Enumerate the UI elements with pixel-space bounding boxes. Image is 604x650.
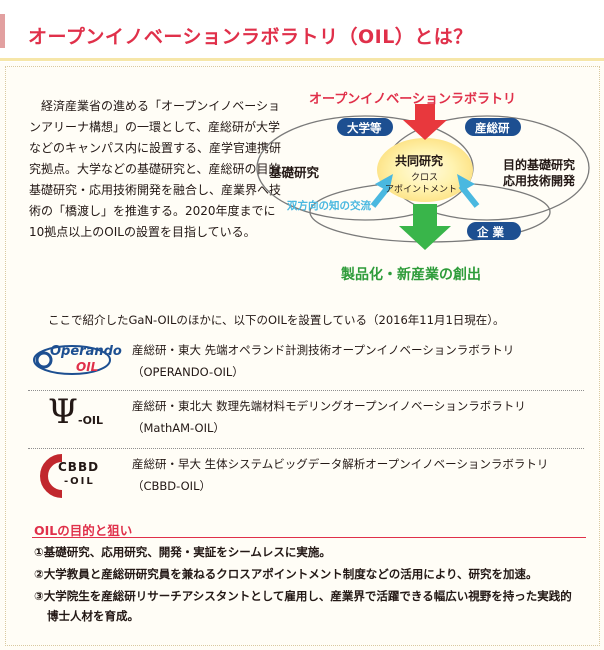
cross-appointment-label-1: クロス: [411, 173, 439, 183]
oil-code: （CBBD-OIL）: [132, 479, 211, 493]
red-down-arrow: [403, 104, 447, 140]
joint-research-label: 共同研究: [395, 154, 444, 168]
purpose-research-label-1: 目的基礎研究: [503, 158, 576, 172]
oil-name: 産総研・東北大 数理先端材料モデリングオープンイノベーションラボラトリ: [132, 399, 526, 413]
oil-concept-diagram: オープンイノベーションラボラトリ 大学等 産総研 基礎研究 共同研究 クロス ア…: [255, 86, 595, 291]
oil-entry-operando: Operando OIL 産総研・東大 先端オペランド計測技術オープンイノベーシ…: [28, 336, 584, 392]
matham-logo-oil: -OIL: [78, 414, 104, 427]
aist-label: 産総研: [475, 121, 510, 135]
oil-code: （MathAM-OIL）: [132, 421, 225, 435]
operando-logo-text: Operando: [50, 344, 122, 359]
joint-research-glow: [377, 138, 473, 202]
matham-logo-icon: Ψ -OIL: [28, 392, 120, 444]
aist-pill: [465, 118, 521, 136]
cbbd-logo-oil: -OIL: [64, 476, 95, 487]
cross-appointment-label-2: アポイントメント: [385, 185, 458, 195]
bidirectional-label: 双方向の知の交流: [287, 200, 371, 212]
companies-pill: [467, 222, 521, 240]
university-ellipse: [256, 115, 474, 221]
oil-name: 産総研・東大 先端オペランド計測技術オープンイノベーションラボラトリ: [132, 343, 515, 357]
goal-item: ②大学教員と産総研研究員を兼ねるクロスアポイントメント制度などの活用により、研究…: [34, 567, 538, 581]
header-underline: [0, 58, 604, 61]
goal-item: ①基礎研究、応用研究、開発・実証をシームレスに実施。: [34, 545, 331, 559]
purpose-research-label-2: 応用技術開発: [503, 174, 576, 188]
goals-title: OILの目的と狙い: [34, 523, 133, 538]
goals-underline: [32, 537, 586, 538]
divider: [28, 448, 584, 449]
oil-entry-cbbd: CBBD -OIL 産総研・早大 生体システムビッグデータ解析オープンイノベーシ…: [28, 450, 584, 506]
goal-item: 博士人材を育成。: [47, 609, 139, 623]
basic-research-label: 基礎研究: [269, 165, 320, 180]
universities-label: 大学等: [347, 121, 382, 135]
goal-item: ③大学院生を産総研リサーチアシスタントとして雇用し、産業界で活躍できる幅広い視野…: [34, 589, 572, 603]
intro-paragraph: 経済産業省の進める「オープンイノベーションアリーナ構想」の一環として、産総研が大…: [29, 99, 282, 239]
header-accent-bar: [0, 14, 5, 48]
cbbd-logo-text: CBBD: [58, 460, 100, 474]
green-down-arrow: [399, 204, 451, 250]
outcome-label: 製品化・新産業の創出: [341, 267, 481, 283]
operando-logo-icon: Operando OIL: [28, 336, 122, 388]
divider: [28, 390, 584, 391]
oil-name: 産総研・早大 生体システムビッグデータ解析オープンイノベーションラボラトリ: [132, 457, 549, 471]
universities-pill: [337, 118, 393, 136]
diagram-title: オープンイノベーションラボラトリ: [309, 92, 516, 107]
operando-logo-oil: OIL: [76, 360, 99, 374]
content-frame: [5, 66, 600, 646]
header: オープンイノベーションラボラトリ（OIL）とは？: [0, 0, 604, 62]
page-title: オープンイノベーションラボラトリ（OIL）とは？: [28, 26, 473, 48]
companies-label: 企 業: [477, 225, 505, 239]
cbbd-logo-icon: CBBD -OIL: [28, 450, 120, 502]
matham-logo-psi: Ψ: [48, 392, 78, 432]
oil-code: （OPERANDO-OIL）: [132, 365, 244, 379]
oil-note: ここで紹介したGaN-OILのほかに、以下のOILを設置している（2016年11…: [48, 313, 505, 327]
oil-entry-mathAM: Ψ -OIL 産総研・東北大 数理先端材料モデリングオープンイノベーションラボラ…: [28, 392, 584, 448]
diagram-graphic: [256, 104, 590, 250]
